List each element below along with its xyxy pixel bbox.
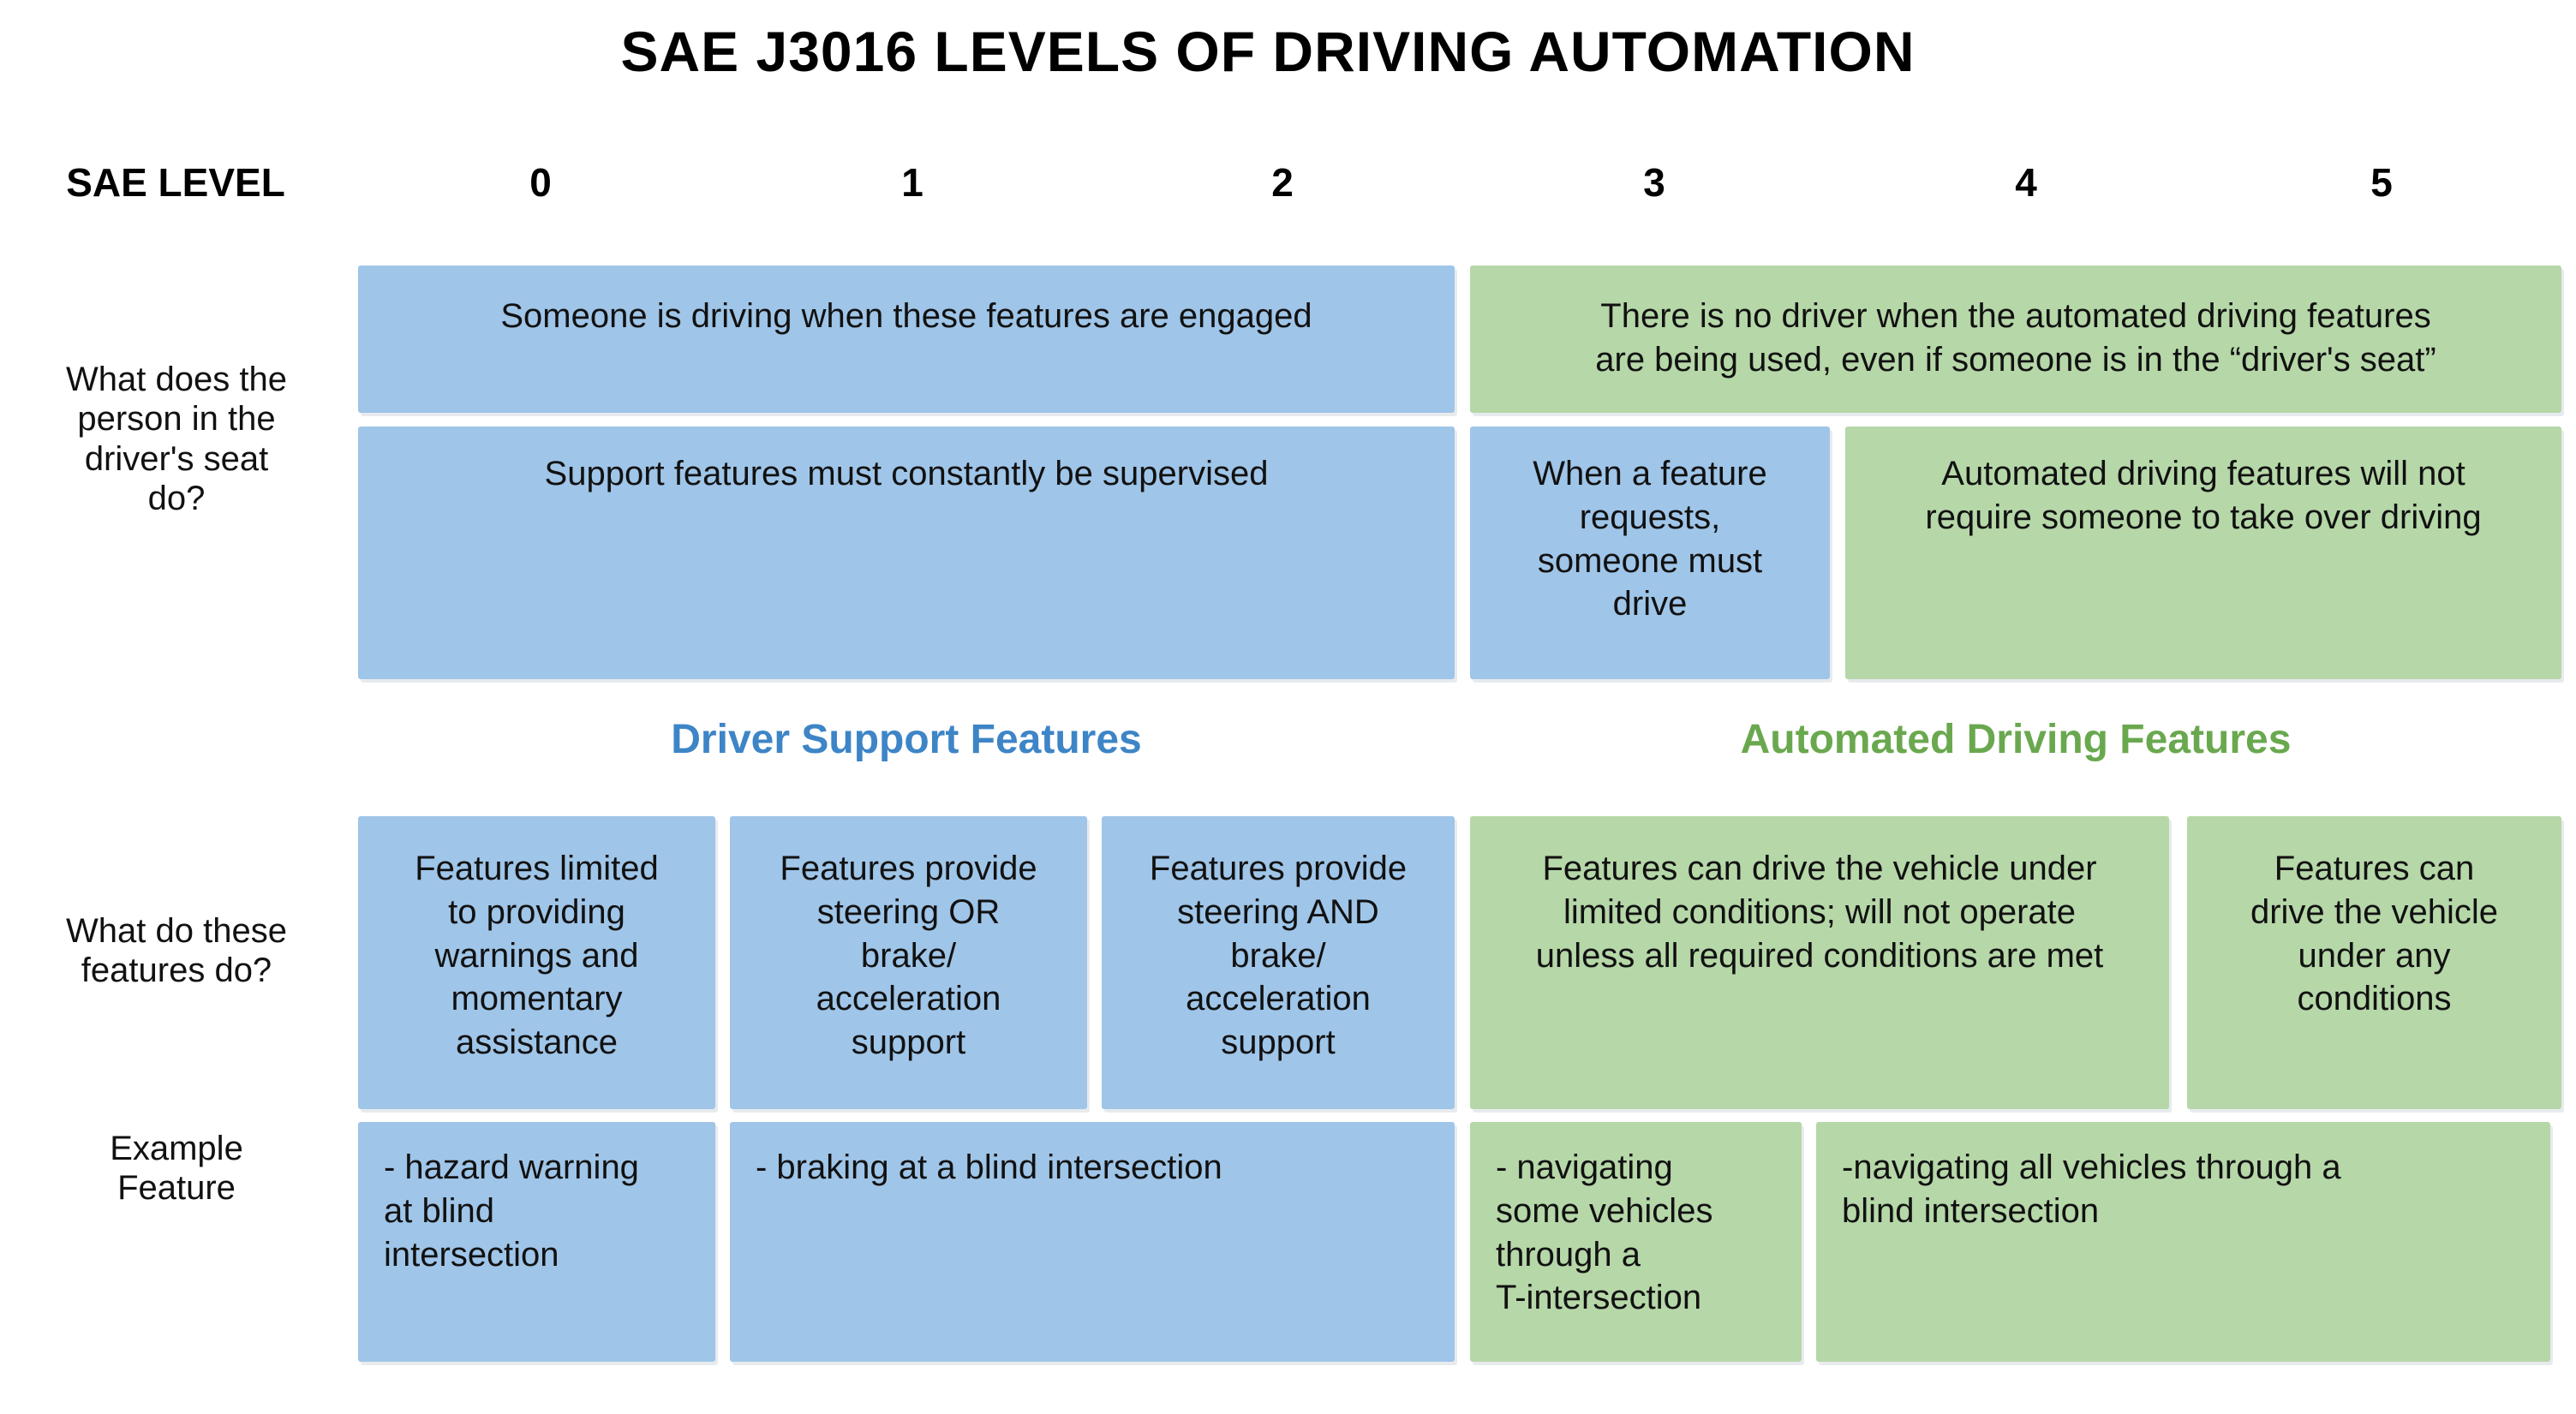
cell-no-takeover: Automated driving features will not requ…	[1845, 427, 2561, 679]
cell-features-level0: Features limited to providing warnings a…	[358, 816, 715, 1109]
page-title: SAE J3016 LEVELS OF DRIVING AUTOMATION	[620, 20, 1916, 83]
cell-someone-driving: Someone is driving when these features a…	[358, 265, 1455, 413]
level-header-3: 3	[1643, 160, 1665, 205]
cell-example-level3: - navigating some vehicles through a T-i…	[1470, 1122, 1802, 1362]
sae-level-header: SAE LEVEL	[66, 160, 285, 205]
automated-driving-features-label: Automated Driving Features	[1740, 717, 2292, 762]
cell-features-level1: Features provide steering OR brake/ acce…	[730, 816, 1087, 1109]
driver-support-features-label: Driver Support Features	[671, 717, 1142, 762]
cell-example-level0: - hazard warning at blind intersection	[358, 1122, 715, 1362]
cell-features-level5: Features can drive the vehicle under any…	[2187, 816, 2561, 1109]
row-label-driver-seat: What does the person in the driver's sea…	[66, 361, 287, 518]
level-header-2: 2	[1271, 160, 1294, 205]
cell-features-level3-4: Features can drive the vehicle under lim…	[1470, 816, 2169, 1109]
cell-features-level2: Features provide steering AND brake/ acc…	[1102, 816, 1455, 1109]
row-label-example: Example Feature	[110, 1130, 243, 1208]
level-header-1: 1	[901, 160, 923, 205]
level-header-0: 0	[529, 160, 552, 205]
cell-feature-requests: When a feature requests, someone must dr…	[1470, 427, 1830, 679]
cell-example-level4-5: -navigating all vehicles through a blind…	[1816, 1122, 2550, 1362]
level-header-4: 4	[2015, 160, 2037, 205]
cell-support-supervised: Support features must constantly be supe…	[358, 427, 1455, 679]
cell-example-level1-2: - braking at a blind intersection	[730, 1122, 1455, 1362]
level-header-5: 5	[2370, 160, 2393, 205]
row-label-features-do: What do these features do?	[66, 912, 287, 990]
cell-no-driver: There is no driver when the automated dr…	[1470, 265, 2561, 413]
